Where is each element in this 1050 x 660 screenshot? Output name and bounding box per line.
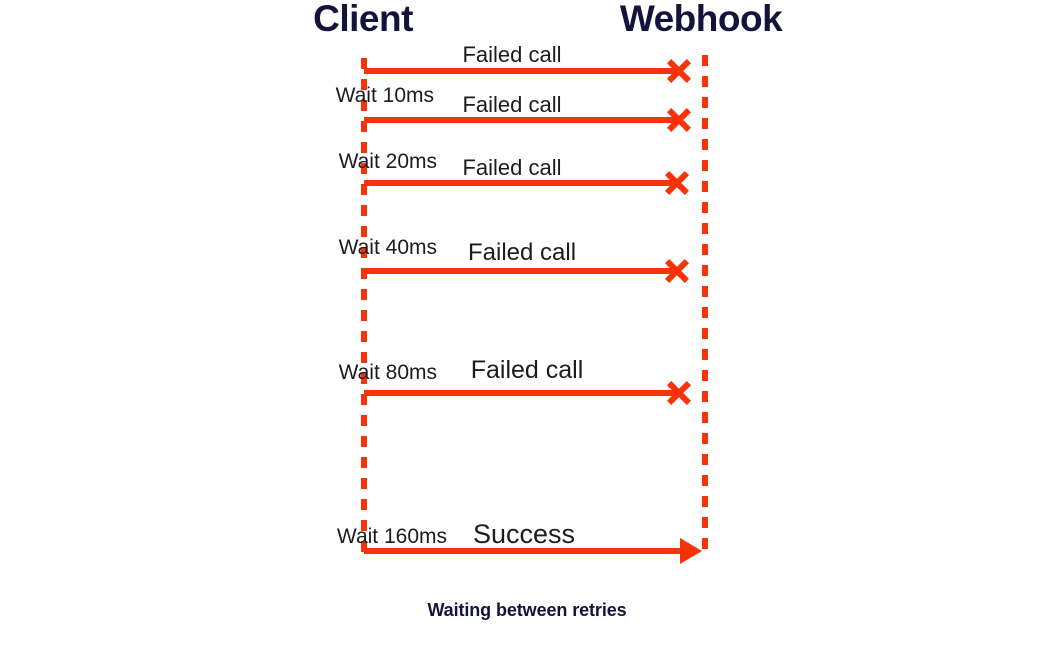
diagram-caption: Waiting between retries xyxy=(427,600,627,620)
lifeline-dash xyxy=(702,118,708,129)
lifeline-dash xyxy=(702,265,708,276)
lifeline-dash xyxy=(361,394,367,405)
wait-label-1: Wait 10ms xyxy=(335,84,434,107)
lifeline-dash xyxy=(361,331,367,342)
lifeline-dash xyxy=(702,223,708,234)
message-arrow-5 xyxy=(364,390,678,396)
lifeline-dash xyxy=(702,307,708,318)
actor-label-client: Client xyxy=(313,0,413,39)
lifeline-dash xyxy=(361,436,367,447)
message-arrow-3 xyxy=(364,180,676,186)
message-label-2: Failed call xyxy=(462,92,562,117)
failure-x-icon xyxy=(663,257,691,285)
lifeline-dash xyxy=(702,202,708,213)
message-label-6: Success xyxy=(472,519,576,549)
lifeline-dash xyxy=(361,58,367,69)
wait-label-2: Wait 20ms xyxy=(338,150,437,173)
lifeline-dash xyxy=(361,163,367,174)
webhook-lifeline xyxy=(702,55,708,558)
lifeline-dash xyxy=(702,328,708,339)
actor-label-webhook: Webhook xyxy=(619,0,783,39)
lifeline-dash xyxy=(361,457,367,468)
lifeline-dash xyxy=(702,475,708,486)
message-label-5: Failed call xyxy=(470,356,584,384)
lifeline-dash xyxy=(702,244,708,255)
lifeline-dash xyxy=(702,76,708,87)
lifeline-dash xyxy=(361,478,367,489)
lifeline-dash xyxy=(702,412,708,423)
wait-label-4: Wait 80ms xyxy=(338,361,437,384)
lifeline-dash xyxy=(361,121,367,132)
wait-label-3: Wait 40ms xyxy=(338,236,437,259)
lifeline-dash xyxy=(361,226,367,237)
lifeline-dash xyxy=(702,517,708,528)
message-arrow-4 xyxy=(364,268,676,274)
lifeline-dash xyxy=(361,373,367,384)
lifeline-dash xyxy=(361,520,367,531)
lifeline-dash xyxy=(702,286,708,297)
lifeline-dash xyxy=(361,100,367,111)
wait-label-5: Wait 160ms xyxy=(336,525,447,548)
lifeline-dash xyxy=(702,433,708,444)
success-arrowhead-icon xyxy=(680,538,702,564)
lifeline-dash xyxy=(702,454,708,465)
message-label-1: Failed call xyxy=(462,42,562,67)
lifeline-dash xyxy=(702,97,708,108)
lifeline-dash xyxy=(361,205,367,216)
lifeline-dash xyxy=(361,79,367,90)
failure-x-icon xyxy=(663,169,691,197)
lifeline-dash xyxy=(702,55,708,66)
lifeline-dash xyxy=(361,541,367,552)
client-lifeline xyxy=(361,58,367,556)
message-arrow-1 xyxy=(364,68,678,74)
lifeline-dash xyxy=(702,181,708,192)
lifeline-dash xyxy=(702,496,708,507)
lifeline-dash xyxy=(361,247,367,258)
lifeline-dash xyxy=(702,160,708,171)
failure-x-icon xyxy=(665,379,693,407)
lifeline-dash xyxy=(702,370,708,381)
lifeline-dash xyxy=(361,142,367,153)
failure-x-icon xyxy=(665,106,693,134)
lifeline-dash xyxy=(361,289,367,300)
lifeline-dash xyxy=(702,538,708,549)
message-label-4: Failed call xyxy=(467,239,577,266)
lifeline-dash xyxy=(361,310,367,321)
message-arrow-6 xyxy=(364,548,680,554)
lifeline-dash xyxy=(361,499,367,510)
lifeline-dash xyxy=(361,352,367,363)
lifeline-dash xyxy=(702,349,708,360)
lifeline-dash xyxy=(361,184,367,195)
message-arrow-2 xyxy=(364,117,678,123)
failure-x-icon xyxy=(665,57,693,85)
message-label-3: Failed call xyxy=(462,155,562,180)
lifeline-dash xyxy=(361,415,367,426)
lifeline-dash xyxy=(702,139,708,150)
lifeline-dash xyxy=(702,391,708,402)
